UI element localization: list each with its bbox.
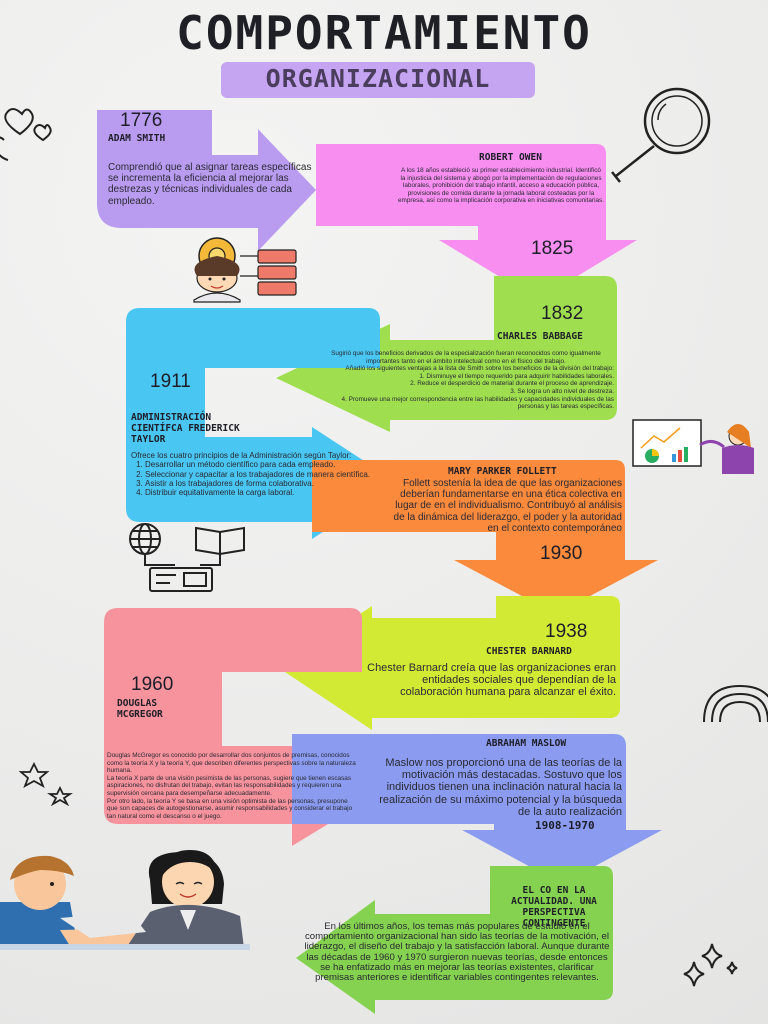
year-1776: 1776 — [120, 110, 163, 131]
text-actualidad: En los últimos años, los temas más popul… — [304, 921, 610, 984]
rainbow-icon — [703, 684, 768, 723]
name-abraham-maslow: ABRAHAM MASLOW — [486, 738, 567, 749]
computer-icon — [149, 567, 213, 592]
list-item: Distribuir equitativamente la carga labo… — [145, 488, 371, 497]
star-icon — [18, 761, 73, 807]
text-charles-babbage: Sugirió que los beneficios derivados de … — [318, 350, 614, 411]
sparkle-icon — [683, 943, 738, 987]
taylor-intro: Ofrece los cuatro principios de la Admin… — [131, 451, 352, 460]
page-subtitle: ORGANIZACIONAL — [265, 64, 491, 93]
name-adam-smith: ADAM SMITH — [108, 133, 166, 144]
arrow-1938 — [279, 596, 620, 730]
name-robert-owen: ROBERT OWEN — [479, 152, 542, 163]
list-item: Promueve una mejor correspondencia entre… — [318, 396, 614, 411]
mcgregor-p3: Por otro lado, la teoría Y se basa en un… — [107, 797, 353, 820]
babbage-list: Disminuye el tiempo requerido para adqui… — [318, 373, 614, 411]
year-1911: 1911 — [150, 371, 191, 392]
list-item: Asistir a los trabajadores de forma cola… — [145, 479, 371, 488]
magnifier-icon — [611, 87, 711, 183]
arrow-actualidad — [296, 866, 613, 1014]
list-item: Seleccionar y capacitar a los trabajador… — [145, 470, 371, 479]
mcgregor-p1: Douglas McGregor es conocido por desarro… — [107, 752, 356, 775]
year-1832: 1832 — [541, 303, 584, 324]
name-charles-babbage: CHARLES BABBAGE — [497, 331, 583, 342]
list-item: Se logra un alto nivel de destreza. — [318, 388, 614, 396]
arrow-maslow — [292, 734, 662, 884]
list-item: Reduce el desperdicio de material durant… — [318, 380, 614, 388]
year-1960: 1960 — [131, 674, 174, 695]
gear-person-icon — [193, 237, 297, 303]
year-1825: 1825 — [531, 238, 574, 259]
text-mary-parker-follett: Follett sostenía la idea de que las orga… — [393, 478, 622, 534]
arrow-1776 — [97, 110, 316, 251]
name-douglas-mcgregor: DOUGLAS MCGREGOR — [117, 698, 163, 720]
subtitle-pill — [221, 62, 535, 98]
name-chester-barnard: CHESTER BARNARD — [486, 646, 572, 657]
mcgregor-p2: La teoría X parte de una visión pesimist… — [107, 774, 352, 797]
arrow-1832 — [276, 276, 617, 432]
handshake-people-icon — [0, 850, 250, 950]
year-1938: 1938 — [545, 621, 588, 642]
heart-icon — [0, 108, 52, 161]
text-adam-smith: Comprendió que al asignar tareas específ… — [108, 162, 312, 207]
globe-icon — [129, 523, 175, 566]
page-title: COMPORTAMIENTO — [176, 6, 592, 60]
name-mary-parker-follett: MARY PARKER FOLLETT — [448, 466, 557, 477]
list-item: Desarrollar un método científico para ca… — [145, 460, 371, 469]
text-chester-barnard: Chester Barnard creía que las organizaci… — [367, 662, 616, 699]
year-1930: 1930 — [540, 543, 583, 564]
year-1908-1970: 1908-1970 — [535, 819, 595, 832]
text-robert-owen: A los 18 años estableció su primer estab… — [398, 167, 605, 205]
arrow-1825 — [316, 144, 637, 300]
babbage-intro: Sugirió que los beneficios derivados de … — [331, 350, 601, 365]
presentation-icon — [632, 419, 754, 474]
text-frederick-taylor: Ofrece los cuatro principios de la Admin… — [131, 451, 371, 497]
list-item: Disminuye el tiempo requerido para adqui… — [318, 373, 614, 381]
text-abraham-maslow: Maslow nos proporcionó una de las teoría… — [379, 757, 622, 818]
babbage-intro-2: Añadió los siguientes ventajas a la list… — [345, 365, 614, 373]
name-actualidad: EL CO EN LA ACTUALIDAD. UNA PERSPECTIVA … — [511, 885, 597, 929]
taylor-list: Desarrollar un método científico para ca… — [131, 460, 371, 497]
name-frederick-taylor: ADMINISTRACIÓN CIENTÍFCA FREDERICK TAYLO… — [131, 412, 240, 445]
arrow-1930 — [312, 460, 658, 614]
text-douglas-mcgregor: Douglas McGregor es conocido por desarro… — [107, 752, 357, 820]
book-icon — [195, 526, 245, 566]
